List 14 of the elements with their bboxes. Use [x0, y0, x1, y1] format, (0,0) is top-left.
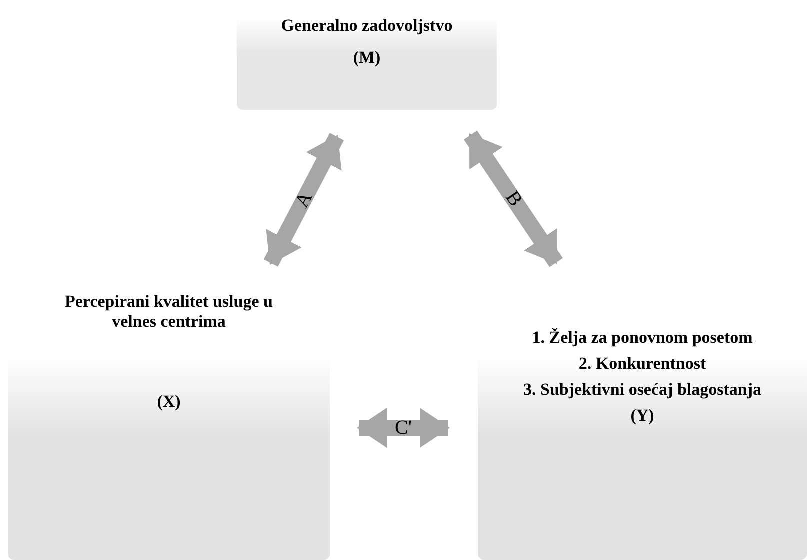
- double-arrow: [357, 408, 450, 448]
- edge-label: C': [395, 418, 412, 438]
- node-text: 1. Želja za ponovnom posetom: [532, 328, 753, 348]
- node-text: 3. Subjektivni osećaj blagostanja: [523, 380, 762, 400]
- edge-label: B: [501, 188, 526, 210]
- double-arrow: [264, 133, 344, 267]
- edge-label: A: [292, 188, 316, 212]
- node-text: Generalno zadovoljstvo: [281, 16, 453, 36]
- node-text: (M): [353, 48, 381, 68]
- node-text: 2. Konkurentnost: [578, 354, 706, 374]
- double-arrow: [464, 130, 564, 268]
- node-text: (Y): [630, 406, 654, 426]
- node-text: (X): [157, 392, 181, 412]
- node-text: Percepirani kvalitet usluge u velnes centrima: [64, 292, 274, 332]
